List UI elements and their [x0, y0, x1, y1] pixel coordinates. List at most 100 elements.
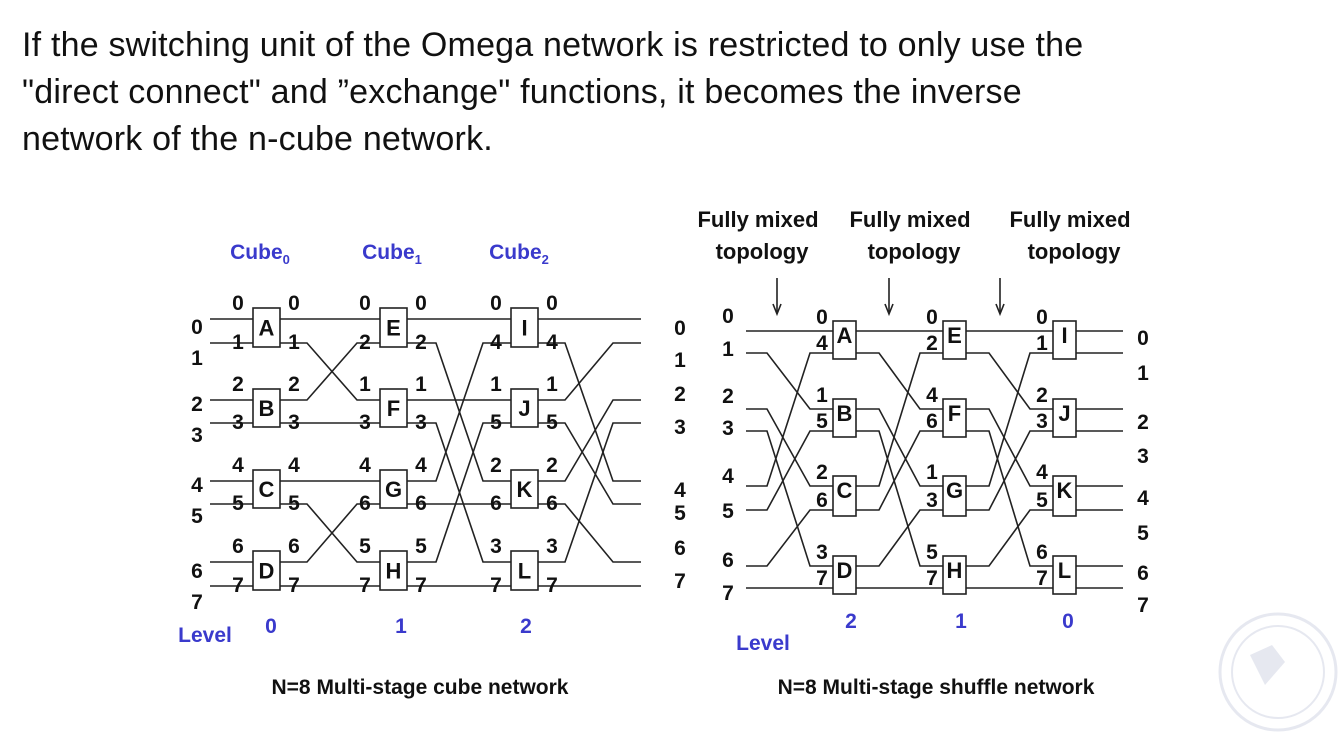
port-label: 4	[415, 454, 427, 477]
topology-label: topology	[716, 239, 810, 264]
shuffle-wire	[856, 430, 943, 511]
switch-box-label: C	[837, 478, 853, 503]
port-label: 1	[816, 384, 828, 407]
port-label: 7	[1036, 567, 1048, 590]
topology-label: Fully mixed	[1009, 207, 1130, 232]
slide-title: If the switching unit of the Omega netwo…	[22, 22, 1332, 163]
shuffle-wire	[746, 509, 833, 567]
port-label: 4	[816, 332, 828, 355]
port-label: 1	[288, 331, 300, 354]
outer-input-label: 7	[674, 570, 686, 593]
switch-box-D	[832, 555, 857, 595]
stage-subscript: 0	[283, 252, 290, 267]
arrow-head-icon	[772, 303, 782, 317]
cross-wire	[407, 422, 511, 563]
switch-box-label: I	[521, 316, 527, 341]
stage-label-cube: Cube0	[230, 241, 290, 267]
port-label: 0	[926, 306, 938, 329]
port-label: 3	[546, 535, 558, 558]
shuffle-wire	[965, 352, 1053, 410]
port-label: 6	[1036, 541, 1048, 564]
inner-input-label: 0	[722, 305, 734, 328]
shuffle-wire	[746, 352, 833, 487]
cross-wire	[538, 399, 641, 482]
terminal-label: 7	[191, 591, 203, 614]
switch-box-label: H	[386, 559, 402, 584]
port-label: 7	[816, 567, 828, 590]
port-label: 7	[926, 567, 938, 590]
switch-box-label: E	[947, 323, 962, 348]
cube-network-caption: N=8 Multi-stage cube network	[272, 676, 569, 699]
switch-box-J	[1052, 398, 1077, 438]
level-number: 0	[265, 615, 277, 638]
port-label: 0	[415, 292, 427, 315]
outer-input-label: 2	[674, 383, 686, 406]
stage-subscript: 1	[415, 252, 422, 267]
switch-box-label: F	[387, 396, 400, 421]
topology-label: topology	[1028, 239, 1122, 264]
port-label: 3	[288, 411, 300, 434]
switch-box-E	[379, 307, 408, 348]
port-label: 0	[232, 292, 244, 315]
port-label: 2	[926, 332, 938, 355]
switch-box-K	[1052, 475, 1077, 517]
port-label: 6	[359, 492, 371, 515]
port-label: 1	[1036, 332, 1048, 355]
inner-input-label: 5	[722, 500, 734, 523]
terminal-label: 1	[191, 347, 203, 370]
cross-wire	[538, 422, 641, 505]
switch-box-D	[252, 550, 281, 591]
port-label: 5	[816, 410, 828, 433]
switch-box-label: L	[518, 559, 531, 584]
switch-box-A	[252, 307, 281, 348]
topology-label: topology	[868, 239, 962, 264]
port-label: 7	[546, 574, 558, 597]
output-label: 0	[1137, 327, 1149, 350]
topology-label: Fully mixed	[849, 207, 970, 232]
switch-box-H	[942, 555, 967, 595]
port-label: 5	[232, 492, 244, 515]
cross-wire	[538, 503, 641, 563]
port-label: 7	[359, 574, 371, 597]
port-label: 5	[490, 411, 502, 434]
arrow-head-icon	[884, 303, 894, 317]
switch-box-F	[942, 398, 967, 438]
port-label: 5	[926, 541, 938, 564]
port-label: 7	[288, 574, 300, 597]
shuffle-network-caption: N=8 Multi-stage shuffle network	[778, 676, 1095, 699]
stage-label-cube: Cube2	[489, 241, 549, 267]
cube-network-diagram: A0101B2323C4545D6767E0202F1313G4646H5757…	[178, 241, 641, 699]
port-label: 0	[288, 292, 300, 315]
switch-box-I	[510, 307, 539, 348]
level-label: Level	[178, 624, 232, 647]
port-label: 2	[546, 454, 558, 477]
port-label: 6	[232, 535, 244, 558]
inner-input-label: 1	[722, 338, 734, 361]
port-label: 3	[415, 411, 427, 434]
shuffle-wire	[746, 430, 833, 567]
port-label: 2	[232, 373, 244, 396]
port-label: 4	[288, 454, 300, 477]
port-label: 4	[490, 331, 502, 354]
level-number: 2	[520, 615, 532, 638]
title-line: network of the n-cube network.	[22, 120, 493, 158]
port-label: 1	[546, 373, 558, 396]
switch-box-label: K	[517, 477, 533, 502]
port-label: 4	[926, 384, 938, 407]
port-label: 6	[288, 535, 300, 558]
port-label: 2	[816, 461, 828, 484]
cross-wire	[538, 342, 641, 482]
inner-input-label: 3	[722, 417, 734, 440]
output-label: 1	[1137, 362, 1149, 385]
cross-wire	[538, 422, 641, 563]
cross-wire	[280, 342, 380, 401]
port-label: 6	[546, 492, 558, 515]
shuffle-network-diagram: A04B15C26D37E02F46G13H57I01J23K45L670123…	[674, 207, 1149, 699]
arrow-head-icon	[995, 303, 1005, 317]
university-seal-watermark	[1218, 612, 1338, 732]
outer-input-label: 4	[674, 479, 686, 502]
shuffle-wire	[856, 509, 943, 567]
port-label: 1	[232, 331, 244, 354]
port-label: 3	[232, 411, 244, 434]
switch-box-E	[942, 320, 967, 360]
